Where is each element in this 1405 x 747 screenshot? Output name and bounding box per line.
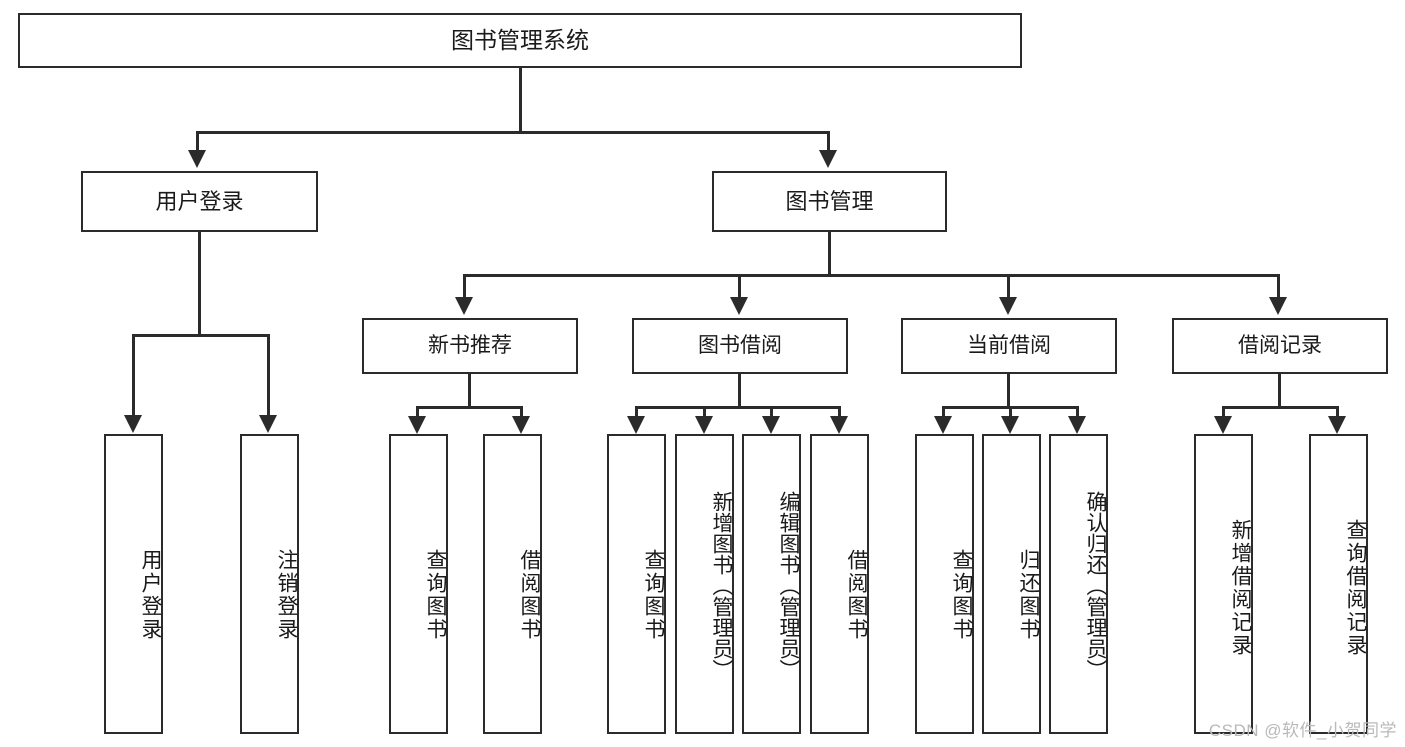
connector-book-manage-stem xyxy=(828,232,831,276)
node-label: 查询图书 xyxy=(424,549,447,641)
arrowhead-leaf-borrow-record-1 xyxy=(1214,416,1232,434)
node-label: 注销登录 xyxy=(275,549,298,641)
arrowhead-leaf-current-borrow-3 xyxy=(1068,416,1086,434)
connector-new-book-leg-1 xyxy=(416,406,419,418)
connector-to-current-borrow xyxy=(1007,274,1010,298)
connector-book-borrow-leg-4 xyxy=(838,406,841,418)
arrowhead-new-book xyxy=(455,297,473,315)
connector-new-book-leg-2 xyxy=(520,406,523,418)
connector-new-book-bar xyxy=(416,406,523,409)
node-label: 图书管理 xyxy=(785,188,874,214)
arrowhead-leaf-book-borrow-3 xyxy=(762,416,780,434)
node-label: 查询图书 xyxy=(950,549,973,641)
arrowhead-current-borrow xyxy=(999,297,1017,315)
connector-book-borrow-leg-3 xyxy=(770,406,773,418)
connector-borrow-record-leg-2 xyxy=(1336,406,1339,418)
leaf-current-borrow-1[interactable]: 查询图书 xyxy=(915,434,974,734)
connector-current-borrow-leg-2 xyxy=(1009,406,1012,418)
leaf-current-borrow-3[interactable]: 确认归还（管理员） xyxy=(1049,434,1108,734)
arrowhead-leaf-current-borrow-1 xyxy=(934,416,952,434)
node-label: 图书借阅 xyxy=(698,333,782,357)
node-label: 用户登录 xyxy=(139,549,162,641)
node-label: 编辑图书（管理员） xyxy=(777,490,800,680)
arrowhead-leaf-borrow-record-2 xyxy=(1328,416,1346,434)
node-user-login[interactable]: 用户登录 xyxy=(81,171,318,232)
connector-user-login-leg-2 xyxy=(267,334,270,416)
arrowhead-leaf-new-book-1 xyxy=(408,416,426,434)
arrowhead-leaf-book-borrow-4 xyxy=(830,416,848,434)
arrowhead-leaf-user-login-2 xyxy=(259,415,277,433)
arrowhead-user-login xyxy=(188,150,206,168)
node-label: 查询借阅记录 xyxy=(1344,519,1367,657)
connector-book-borrow-bar xyxy=(635,406,841,409)
arrowhead-leaf-new-book-2 xyxy=(512,416,530,434)
leaf-new-book-1[interactable]: 查询图书 xyxy=(389,434,448,734)
leaf-book-borrow-3[interactable]: 编辑图书（管理员） xyxy=(742,434,801,734)
node-label: 图书管理系统 xyxy=(451,26,589,53)
connector-book-borrow-stem xyxy=(738,374,741,408)
connector-current-borrow-leg-3 xyxy=(1076,406,1079,418)
node-label: 借阅记录 xyxy=(1238,333,1322,357)
arrowhead-leaf-user-login-1 xyxy=(124,415,142,433)
node-label: 归还图书 xyxy=(1017,549,1040,641)
node-borrow-record[interactable]: 借阅记录 xyxy=(1172,318,1388,374)
leaf-book-borrow-1[interactable]: 查询图书 xyxy=(607,434,666,734)
connector-new-book-stem xyxy=(468,374,471,408)
arrowhead-leaf-book-borrow-1 xyxy=(627,416,645,434)
connector-to-new-book xyxy=(463,274,466,298)
leaf-book-borrow-2[interactable]: 新增图书（管理员） xyxy=(675,434,734,734)
node-current-borrow[interactable]: 当前借阅 xyxy=(901,318,1117,374)
node-label: 新书推荐 xyxy=(428,333,512,357)
node-label: 用户登录 xyxy=(155,188,244,214)
csdn-watermark: CSDN @软件_小贺同学 xyxy=(1208,721,1397,740)
connector-book-manage-bar xyxy=(463,274,1280,277)
connector-current-borrow-stem xyxy=(1007,374,1010,408)
connector-to-borrow-record xyxy=(1277,274,1280,298)
leaf-user-login-2[interactable]: 注销登录 xyxy=(240,434,299,734)
connector-user-login-bar xyxy=(132,334,270,337)
node-label: 新增图书（管理员） xyxy=(710,490,733,680)
node-label: 新增借阅记录 xyxy=(1229,519,1252,657)
connector-to-user-login xyxy=(196,131,199,151)
node-label: 当前借阅 xyxy=(967,333,1051,357)
arrowhead-borrow-record xyxy=(1269,297,1287,315)
node-label: 借阅图书 xyxy=(845,549,868,641)
node-book-borrow[interactable]: 图书借阅 xyxy=(632,318,848,374)
connector-root-stem xyxy=(519,68,522,132)
connector-current-borrow-leg-1 xyxy=(942,406,945,418)
connector-borrow-record-bar xyxy=(1222,406,1339,409)
connector-book-borrow-leg-1 xyxy=(635,406,638,418)
arrowhead-leaf-current-borrow-2 xyxy=(1001,416,1019,434)
leaf-book-borrow-4[interactable]: 借阅图书 xyxy=(810,434,869,734)
connector-borrow-record-leg-1 xyxy=(1222,406,1225,418)
connector-to-book-manage xyxy=(827,131,830,151)
node-label: 确认归还（管理员） xyxy=(1084,490,1107,680)
connector-book-borrow-leg-2 xyxy=(703,406,706,418)
leaf-new-book-2[interactable]: 借阅图书 xyxy=(483,434,542,734)
arrowhead-book-borrow xyxy=(730,297,748,315)
connector-borrow-record-stem xyxy=(1278,374,1281,408)
node-root-book-management-system[interactable]: 图书管理系统 xyxy=(18,13,1022,68)
arrowhead-book-manage xyxy=(819,150,837,168)
node-book-manage[interactable]: 图书管理 xyxy=(712,171,947,232)
connector-to-book-borrow xyxy=(738,274,741,298)
connector-root-bar xyxy=(196,131,830,134)
leaf-borrow-record-2[interactable]: 查询借阅记录 xyxy=(1309,434,1368,734)
leaf-user-login-1[interactable]: 用户登录 xyxy=(104,434,163,734)
leaf-borrow-record-1[interactable]: 新增借阅记录 xyxy=(1194,434,1253,734)
node-label: 借阅图书 xyxy=(518,549,541,641)
arrowhead-leaf-book-borrow-2 xyxy=(695,416,713,434)
node-new-book-recommend[interactable]: 新书推荐 xyxy=(362,318,578,374)
connector-user-login-stem xyxy=(198,232,201,336)
leaf-current-borrow-2[interactable]: 归还图书 xyxy=(982,434,1041,734)
connector-user-login-leg-1 xyxy=(132,334,135,416)
node-label: 查询图书 xyxy=(642,549,665,641)
